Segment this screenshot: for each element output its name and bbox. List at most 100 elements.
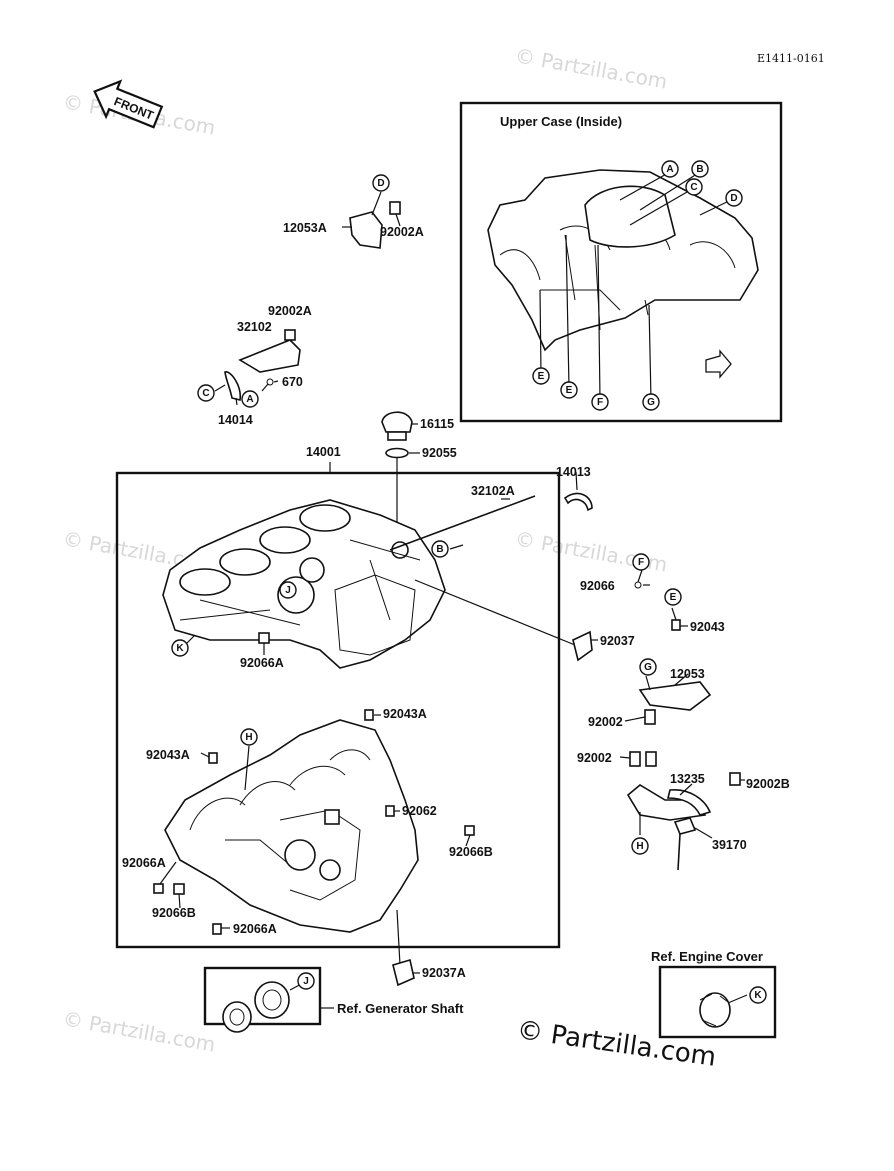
generator-shaft-seals [222,981,306,1033]
ref-letter-circle [685,178,703,196]
part-label: 14001 [306,445,341,459]
ref-letter-circle [691,160,709,178]
ref-letter-circle [591,393,609,411]
engine-cover-ref-box [658,965,777,1039]
ref-letter-g: G [642,393,660,411]
ref-letter-text: A [666,164,673,175]
part-label: 14013 [556,465,591,479]
part-label: 92002B [746,777,790,791]
ref-letter-h: H [240,728,258,746]
ref-engine-cover-label: Ref. Engine Cover [651,949,763,964]
part-label: 92037 [600,634,635,648]
ref-letter-circle [749,986,767,1004]
part-label: 92043A [383,707,427,721]
ref-letter-k: K [171,639,189,657]
ref-letter-circle [297,972,315,990]
ref-letter-e: E [532,367,550,385]
ref-letter-j: J [279,581,297,599]
ref-letter-text: F [597,397,603,408]
ref-letter-circle [725,189,743,207]
ref-letter-a: A [661,160,679,178]
part-label: 92002A [380,225,424,239]
ref-letter-k: K [749,986,767,1004]
ref-letter-d: D [725,189,743,207]
ref-letter-a: A [241,390,259,408]
generator-shaft-ref-box [203,966,322,1026]
ref-letter-circle [560,381,578,399]
part-label: 92043 [690,620,725,634]
ref-letter-h: H [631,837,649,855]
ref-letter-c: C [685,178,703,196]
watermark: © Partzilla.com [513,43,669,93]
watermark-main: © Partzilla.com [515,1015,718,1073]
ref-letter-b: B [691,160,709,178]
ref-letter-text: G [644,662,652,673]
part-label: 32102 [237,320,272,334]
ref-letter-circle [664,588,682,606]
ref-letter-f: F [591,393,609,411]
ref-letter-circle [532,367,550,385]
ref-letter-d: D [372,174,390,192]
ref-generator-shaft-label: Ref. Generator Shaft [337,1001,464,1016]
ref-letter-b: B [431,540,449,558]
ref-letter-circle [197,384,215,402]
part-label: 92062 [402,804,437,818]
ref-letter-circle [431,540,449,558]
ref-letter-circle [372,174,390,192]
part-label: 12053 [670,667,705,681]
ref-letter-text: C [690,182,697,193]
ref-letter-text: K [176,643,184,654]
upper-case-title: Upper Case (Inside) [500,114,622,129]
upper-crankcase-drawing [162,499,446,669]
ref-letter-text: G [647,397,655,408]
part-label: 670 [282,375,303,389]
ref-letter-g: G [639,658,657,676]
part-label: 92066A [122,856,166,870]
oil-filler-cap-group [381,411,420,530]
watermark: © Partzilla.com [61,1006,217,1056]
ref-letter-text: E [670,592,677,603]
part-label: 92066B [152,906,196,920]
part-label: 92066A [233,922,277,936]
ref-letter-circle [632,553,650,571]
part-label: 92002A [268,304,312,318]
ref-letter-circle [631,837,649,855]
ref-letter-text: H [245,732,252,743]
ref-letter-circle [642,393,660,411]
part-label: 92066A [240,656,284,670]
part-label: 92055 [422,446,457,460]
part-label: 13235 [670,772,705,786]
part-label: 16115 [420,417,454,431]
ref-letter-e: E [560,381,578,399]
part-label: 92002 [577,751,612,765]
engine-cover-grommet [699,992,748,1028]
ref-letter-text: A [246,394,253,405]
crankcase-assembly-box [115,471,561,949]
part-label: 92043A [146,748,190,762]
part-label: 39170 [712,838,747,852]
part-number-labels: 12053A 92002A 92002A 32102 670 14014 161… [122,221,790,980]
ref-letter-circle [279,581,297,599]
parts-32102-group [214,329,301,406]
ref-letter-text: D [377,178,384,189]
upper-case-inside-box [459,101,783,423]
ref-letter-text: B [696,164,703,175]
ref-letter-text: J [285,585,291,596]
upper-case-inside-drawing [487,169,759,379]
part-label: 14014 [218,413,253,427]
ref-letter-text: B [436,544,443,555]
part-label: 92066B [449,845,493,859]
part-label: 92066 [580,579,615,593]
ref-letter-text: K [754,990,762,1001]
upper-case-callouts [539,171,736,401]
ref-letter-e: E [664,588,682,606]
part-label: 12053A [283,221,327,235]
diagram-code: E1411-0161 [757,52,825,65]
ref-letter-circle [661,160,679,178]
part-label: 92002 [588,715,623,729]
ref-letter-text: J [303,976,309,987]
ref-letter-c: C [197,384,215,402]
ref-letter-j: J [297,972,315,990]
